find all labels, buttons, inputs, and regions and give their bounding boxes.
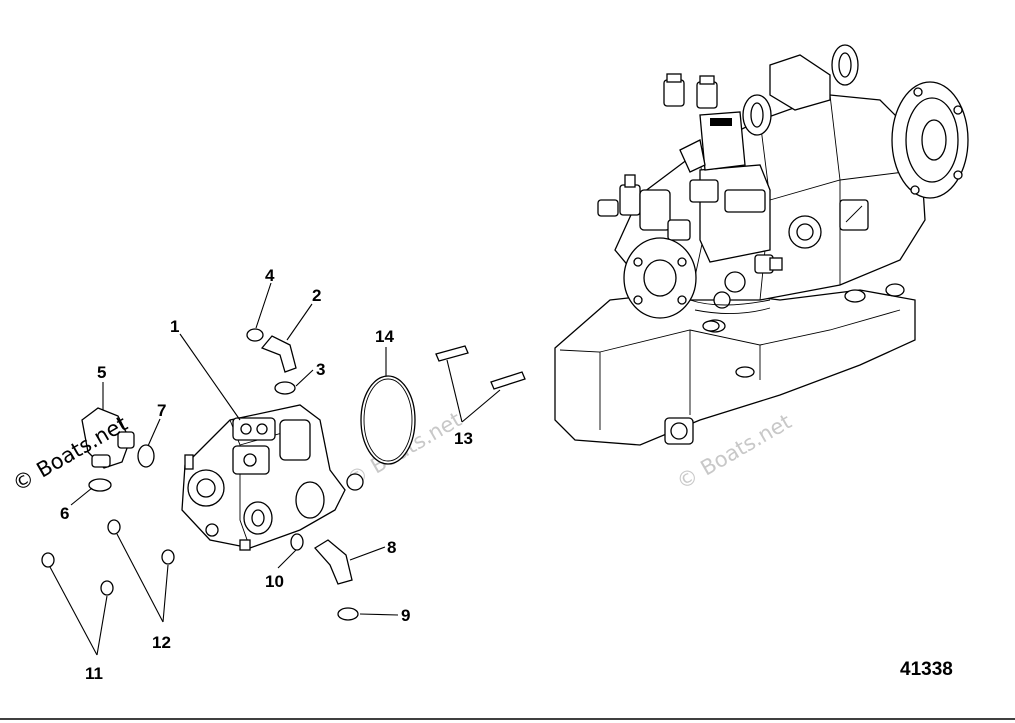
o-ring-9 bbox=[337, 607, 359, 621]
callout-2: 2 bbox=[312, 286, 321, 305]
callout-14: 14 bbox=[375, 327, 394, 346]
pump-assembly bbox=[181, 404, 364, 551]
o-ring-14 bbox=[360, 375, 416, 465]
callout-11: 11 bbox=[85, 664, 103, 683]
washer-12b bbox=[161, 549, 175, 565]
o-ring-6 bbox=[88, 478, 112, 492]
nut-11b bbox=[100, 580, 114, 596]
elbow-fitting-8 bbox=[314, 539, 353, 585]
elbow-fitting-5 bbox=[81, 407, 131, 469]
figure-number: 41338 bbox=[900, 659, 953, 680]
callout-4: 4 bbox=[265, 266, 275, 285]
callout-13: 13 bbox=[454, 429, 473, 448]
o-ring-4 bbox=[246, 328, 264, 342]
o-ring-10 bbox=[290, 533, 304, 551]
emblem-plate bbox=[839, 199, 869, 231]
elbow-fitting-2 bbox=[260, 335, 297, 373]
callout-5: 5 bbox=[97, 363, 106, 382]
callout-6: 6 bbox=[60, 504, 69, 523]
top-fitting-1 bbox=[663, 79, 685, 107]
callout-8: 8 bbox=[387, 538, 396, 557]
dowel-pin-13a bbox=[435, 345, 469, 362]
dowel-pin-13b bbox=[490, 371, 526, 390]
callout-1: 1 bbox=[170, 317, 179, 336]
transmission-assembly bbox=[554, 44, 969, 446]
washer-12a bbox=[107, 519, 121, 535]
callout-3: 3 bbox=[316, 360, 325, 379]
top-fitting-2 bbox=[696, 81, 718, 109]
callout-7: 7 bbox=[157, 401, 166, 420]
small-parts bbox=[41, 328, 526, 621]
leader-lines bbox=[49, 282, 501, 656]
callouts: 1 2 3 4 5 6 7 8 9 10 11 12 13 14 bbox=[60, 266, 473, 683]
nut-11a bbox=[41, 552, 55, 568]
callout-10: 10 bbox=[265, 572, 284, 591]
o-ring-7 bbox=[137, 444, 155, 468]
callout-12: 12 bbox=[152, 633, 171, 652]
o-ring-3 bbox=[274, 381, 296, 395]
callout-9: 9 bbox=[401, 606, 410, 625]
